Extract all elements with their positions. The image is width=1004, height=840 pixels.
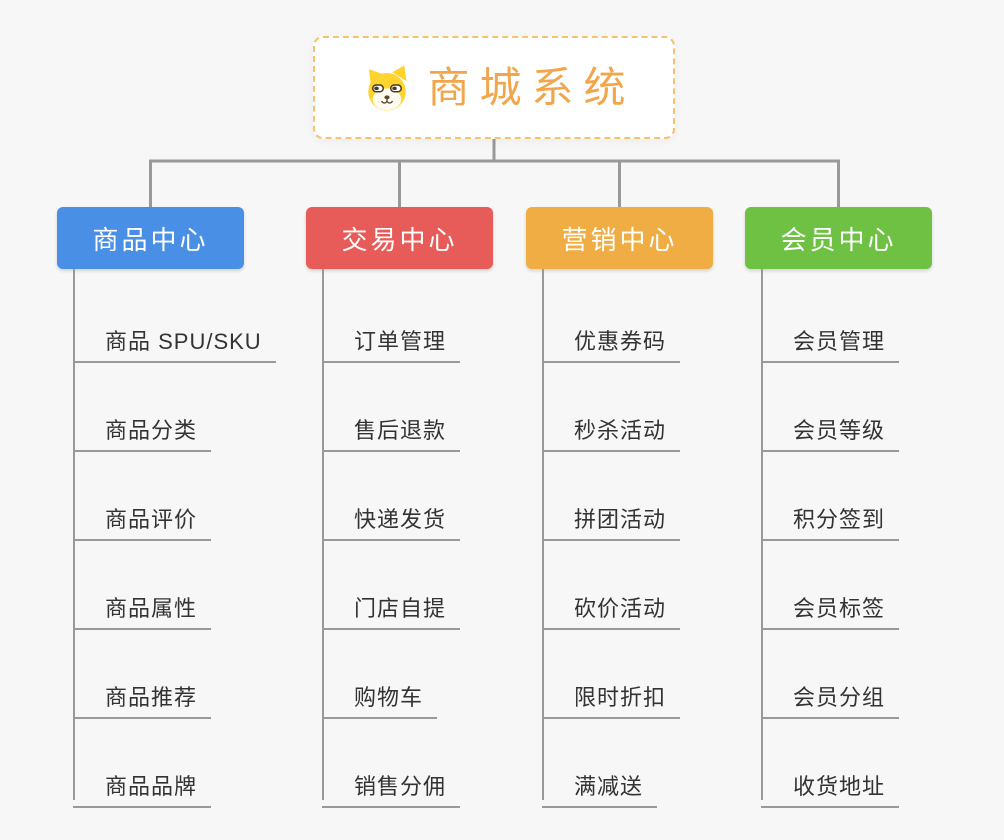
topic-item[interactable]: 商品推荐 — [73, 667, 212, 719]
branch-label: 商品中心 — [92, 224, 209, 255]
topic-item[interactable]: 限时折扣 — [542, 667, 681, 719]
topic-label: 会员等级 — [793, 418, 886, 443]
topic-label: 会员分组 — [793, 685, 886, 710]
topic-item[interactable]: 商品分类 — [73, 400, 212, 452]
topic-label: 商品评价 — [105, 507, 198, 532]
topic-item[interactable]: 商品评价 — [73, 489, 212, 541]
topic-label: 会员标签 — [793, 596, 886, 621]
topic-label: 售后退款 — [354, 418, 447, 443]
branch-1: 商品中心商品 SPU/SKU 商品分类商品评价商品属性商品推荐商品品牌 — [57, 207, 317, 808]
topic-item[interactable]: 优惠券码 — [542, 311, 681, 363]
topic-label: 收货地址 — [793, 774, 886, 799]
branch-trunk-line — [761, 269, 763, 800]
topic-label: 商品推荐 — [105, 685, 198, 710]
topic-label: 积分签到 — [793, 507, 886, 532]
topic-label: 拼团活动 — [574, 507, 667, 532]
topic-item[interactable]: 商品属性 — [73, 578, 212, 630]
topic-item[interactable]: 快递发货 — [322, 489, 461, 541]
branch-label: 交易中心 — [341, 224, 458, 255]
topic-label: 购物车 — [354, 685, 424, 710]
topic-item[interactable]: 商品品牌 — [73, 756, 212, 808]
topic-label: 会员管理 — [793, 329, 886, 354]
topic-label: 商品分类 — [105, 418, 198, 443]
topic-label: 满减送 — [574, 774, 644, 799]
branch-2: 交易中心订单管理售后退款快递发货门店自提购物车销售分佣 — [306, 207, 566, 808]
topic-label: 订单管理 — [354, 329, 447, 354]
branch-node[interactable]: 营销中心 — [526, 207, 713, 269]
topic-label: 快递发货 — [354, 507, 447, 532]
topic-item[interactable]: 会员管理 — [761, 311, 900, 363]
topic-label: 商品品牌 — [105, 774, 198, 799]
branch-trunk-line — [542, 269, 544, 800]
topic-item[interactable]: 订单管理 — [322, 311, 461, 363]
topic-item[interactable]: 销售分佣 — [322, 756, 461, 808]
topic-label: 门店自提 — [354, 596, 447, 621]
topic-item[interactable]: 积分签到 — [761, 489, 900, 541]
branch-trunk-line — [73, 269, 75, 800]
branch-node[interactable]: 商品中心 — [57, 207, 244, 269]
topic-item[interactable]: 满减送 — [542, 756, 658, 808]
branch-label: 会员中心 — [780, 224, 897, 255]
root-title: 商城系统 — [427, 63, 636, 111]
topic-label: 砍价活动 — [574, 596, 667, 621]
topic-label: 限时折扣 — [574, 685, 667, 710]
topic-item[interactable]: 会员分组 — [761, 667, 900, 719]
topic-label: 销售分佣 — [354, 774, 447, 799]
topic-item[interactable]: 售后退款 — [322, 400, 461, 452]
topic-label: 优惠券码 — [574, 329, 667, 354]
branch-3: 营销中心优惠券码秒杀活动拼团活动砍价活动限时折扣满减送 — [526, 207, 786, 808]
topic-item[interactable]: 砍价活动 — [542, 578, 681, 630]
topic-item[interactable]: 购物车 — [322, 667, 438, 719]
topic-item[interactable]: 会员标签 — [761, 578, 900, 630]
branch-label: 营销中心 — [561, 224, 678, 255]
topic-label: 商品属性 — [105, 596, 198, 621]
topic-item[interactable]: 门店自提 — [322, 578, 461, 630]
branch-node[interactable]: 会员中心 — [745, 207, 932, 269]
topic-label: 秒杀活动 — [574, 418, 667, 443]
branch-node[interactable]: 交易中心 — [306, 207, 493, 269]
topic-label: 商品 SPU/SKU — [105, 329, 262, 354]
branch-trunk-line — [322, 269, 324, 800]
topic-item[interactable]: 收货地址 — [761, 756, 900, 808]
topic-item[interactable]: 会员等级 — [761, 400, 900, 452]
topic-item[interactable]: 商品 SPU/SKU — [73, 311, 276, 363]
branch-4: 会员中心会员管理会员等级积分签到会员标签会员分组收货地址 — [745, 207, 1004, 808]
dog-face-icon — [362, 64, 412, 112]
root-node[interactable]: 商城系统 — [313, 36, 675, 139]
topic-item[interactable]: 秒杀活动 — [542, 400, 681, 452]
topic-item[interactable]: 拼团活动 — [542, 489, 681, 541]
